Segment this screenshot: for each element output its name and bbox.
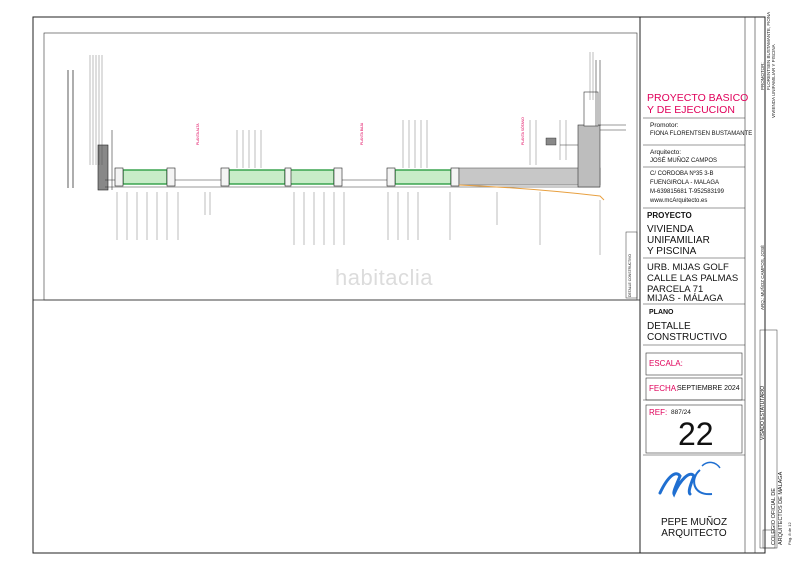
zone-label-planta-alta: PLANTA ALTA	[196, 123, 200, 145]
location-line4: MIJAS - MÁLAGA	[647, 293, 724, 304]
ref-code: 887/24	[671, 409, 691, 416]
project-title-line2: Y DE EJECUCION	[647, 104, 735, 116]
visado-line1: VISADO ESTATUTARIO	[760, 385, 766, 440]
side-promotor-label: PROMOTOR:	[760, 62, 765, 90]
side-project: VIVIENDA UNIFAMILIAR Y PISCINA	[771, 44, 776, 118]
architect-name: JOSÉ MUÑOZ CAMPOS	[650, 158, 718, 164]
visado-line3: ARQUITECTOS DE MÁLAGA	[778, 471, 784, 545]
architect-label: Arquitecto:	[650, 149, 682, 156]
firm-name-line2: ARQUITECTO	[661, 528, 727, 539]
promoter-name: FIONA FLORENTSEN BUSTAMANTE	[650, 131, 753, 137]
location-line3: PARCELA 71	[647, 284, 704, 295]
firm-name-line1: PEPE MUÑOZ	[660, 517, 728, 528]
project-title-line1: PROYECTO BASICO	[647, 92, 749, 104]
office-address1: C/ CORDOBA Nº35 3-B	[650, 171, 714, 177]
side-architect: ARQ.: MUÑOZ CAMPOS, JOSÉ	[760, 244, 765, 310]
ref-label: REF:	[649, 408, 668, 417]
left-wall	[67, 70, 113, 191]
zone-label-planta-sotano: PLANTA SÓTANO	[521, 117, 525, 145]
office-address2: FUENGIROLA - MALAGA	[650, 180, 720, 186]
proyecto-line1: VIVIENDA	[647, 224, 694, 235]
plano-line2: CONSTRUCTIVO	[647, 332, 727, 343]
outer-frame	[32, 16, 766, 554]
proyecto-line2: UNIFAMILIAR	[647, 235, 710, 246]
office-web[interactable]: www.mcArquitecto.es	[650, 198, 708, 204]
promoter-label: Promotor:	[650, 122, 679, 129]
escala-label: ESCALA:	[649, 359, 683, 368]
detail-tag: DETALLE CONSTRUCTIVO	[628, 254, 632, 297]
annotation-leaders	[89, 52, 601, 255]
drawing-box	[43, 32, 638, 301]
page-indicator: Pág. 8 de 12	[787, 522, 792, 545]
plano-heading: PLANO	[649, 309, 674, 316]
sheet-number: 22	[678, 416, 714, 452]
location-line1: URB. MIJAS GOLF	[647, 262, 729, 273]
fecha-label: FECHA:	[649, 384, 679, 393]
proyecto-line3: Y PISCINA	[647, 246, 697, 257]
firm-logo-mark	[658, 461, 721, 498]
zone-label-planta-baja: PLANTA BAJA	[360, 122, 364, 145]
fecha-value: SEPTIEMBRE 2024	[677, 385, 740, 392]
terrain-section	[458, 60, 626, 201]
plano-line1: DETALLE	[647, 321, 691, 332]
proyecto-heading: PROYECTO	[647, 211, 692, 220]
visado-line2: COLEGIO OFICIAL DE	[771, 488, 777, 545]
watermark-text: habitaclia	[335, 265, 433, 290]
location-line2: CALLE LAS PALMAS	[647, 273, 739, 284]
floor-slab	[105, 167, 600, 188]
office-phones: M-639815681 T-952583199	[650, 189, 724, 195]
